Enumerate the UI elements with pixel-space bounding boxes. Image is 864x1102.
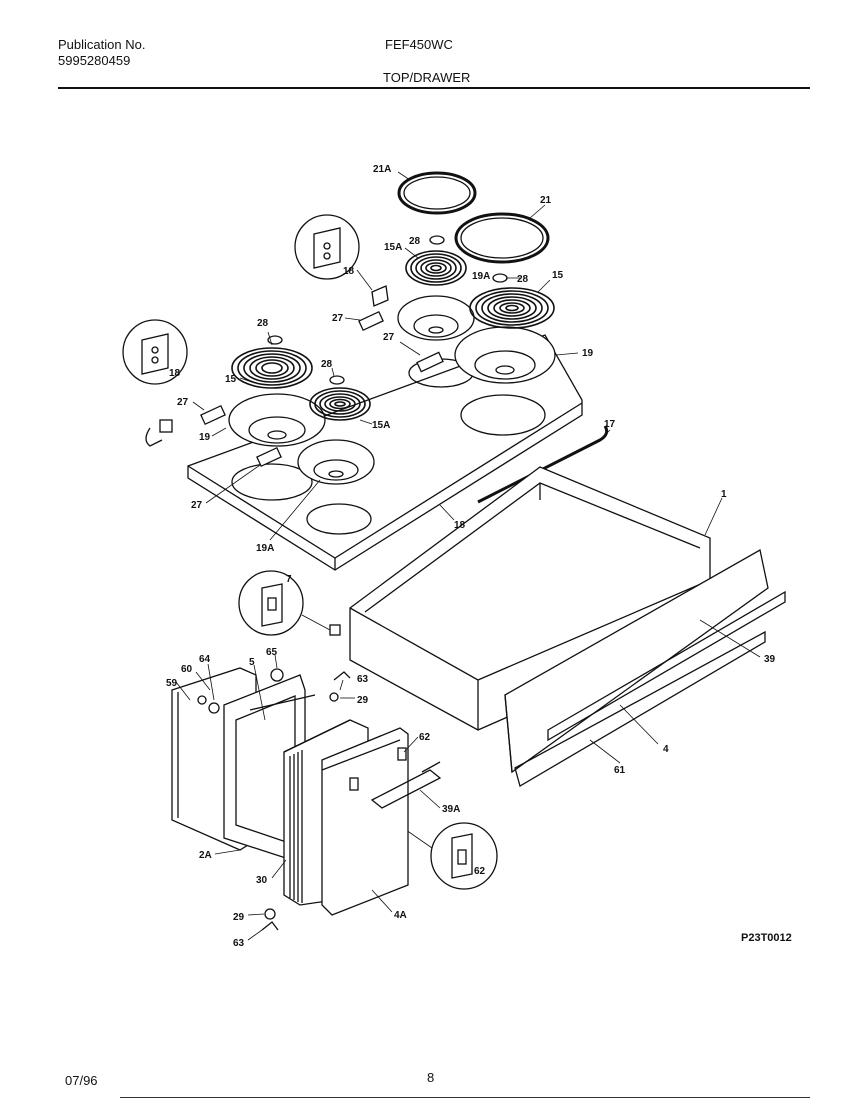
callout-15A: 15A xyxy=(372,420,390,431)
callout-5: 5 xyxy=(249,657,255,668)
callout-labels: 21A 21 28 15A 18 19A 28 15 27 27 19 28 2… xyxy=(166,164,776,949)
callout-19A: 19A xyxy=(472,271,490,282)
publication-number: 5995280459 xyxy=(58,53,131,68)
callout-65: 65 xyxy=(266,647,278,658)
inset-drawer-clip xyxy=(238,570,331,636)
page-number: 8 xyxy=(427,1070,435,1085)
cooktop-panel xyxy=(187,334,583,571)
callout-28: 28 xyxy=(321,359,333,370)
inset-bracket-top xyxy=(294,214,360,280)
model-number: FEF450WC xyxy=(385,37,453,52)
callout-29: 29 xyxy=(357,695,369,706)
callout-27: 27 xyxy=(177,397,189,408)
callout-64: 64 xyxy=(199,654,211,665)
callout-29: 29 xyxy=(233,912,245,923)
trim-rings xyxy=(397,171,550,264)
drip-bowls xyxy=(228,295,556,485)
callout-15: 15 xyxy=(552,270,564,281)
footer-rule xyxy=(120,1097,810,1098)
callout-28: 28 xyxy=(517,274,529,285)
callout-39: 39 xyxy=(764,654,776,665)
figure-code: P23T0012 xyxy=(741,932,792,944)
callout-60: 60 xyxy=(181,664,193,675)
callout-62: 62 xyxy=(474,866,486,877)
header-rule xyxy=(58,87,810,89)
callout-15A: 15A xyxy=(384,242,402,253)
callout-18: 18 xyxy=(454,520,466,531)
callout-28: 28 xyxy=(409,236,421,247)
callout-21A: 21A xyxy=(373,164,391,175)
callout-2A: 2A xyxy=(199,850,212,861)
inset-bracket-left xyxy=(122,319,188,385)
callout-4: 4 xyxy=(663,744,669,755)
publication-label: Publication No. xyxy=(58,37,146,52)
leader-lines xyxy=(175,171,761,941)
callout-19A: 19A xyxy=(256,543,274,554)
callout-59: 59 xyxy=(166,678,178,689)
callout-1: 1 xyxy=(721,489,727,500)
surface-elements xyxy=(231,250,555,421)
callout-62: 62 xyxy=(419,732,431,743)
callout-63: 63 xyxy=(233,938,245,949)
door-assembly xyxy=(171,667,442,931)
callout-18-inset: 18 xyxy=(169,368,181,379)
callout-19: 19 xyxy=(582,348,594,359)
callout-21: 21 xyxy=(540,195,552,206)
drawer-front xyxy=(504,548,786,787)
callout-30: 30 xyxy=(256,875,268,886)
callout-61: 61 xyxy=(614,765,626,776)
callout-27: 27 xyxy=(191,500,203,511)
callout-15: 15 xyxy=(225,374,237,385)
callout-27: 27 xyxy=(383,332,395,343)
callout-19: 19 xyxy=(199,432,211,443)
callout-27: 27 xyxy=(332,313,344,324)
callout-18-inset: 18 xyxy=(343,266,355,277)
callout-7: 7 xyxy=(286,574,292,585)
callout-63: 63 xyxy=(357,674,369,685)
callout-28: 28 xyxy=(257,318,269,329)
section-title: TOP/DRAWER xyxy=(383,70,471,85)
revision-date: 07/96 xyxy=(65,1073,98,1088)
terminal-blocks xyxy=(200,310,444,468)
callout-4A: 4A xyxy=(394,910,407,921)
callout-39A: 39A xyxy=(442,804,460,815)
callout-17: 17 xyxy=(604,419,616,430)
